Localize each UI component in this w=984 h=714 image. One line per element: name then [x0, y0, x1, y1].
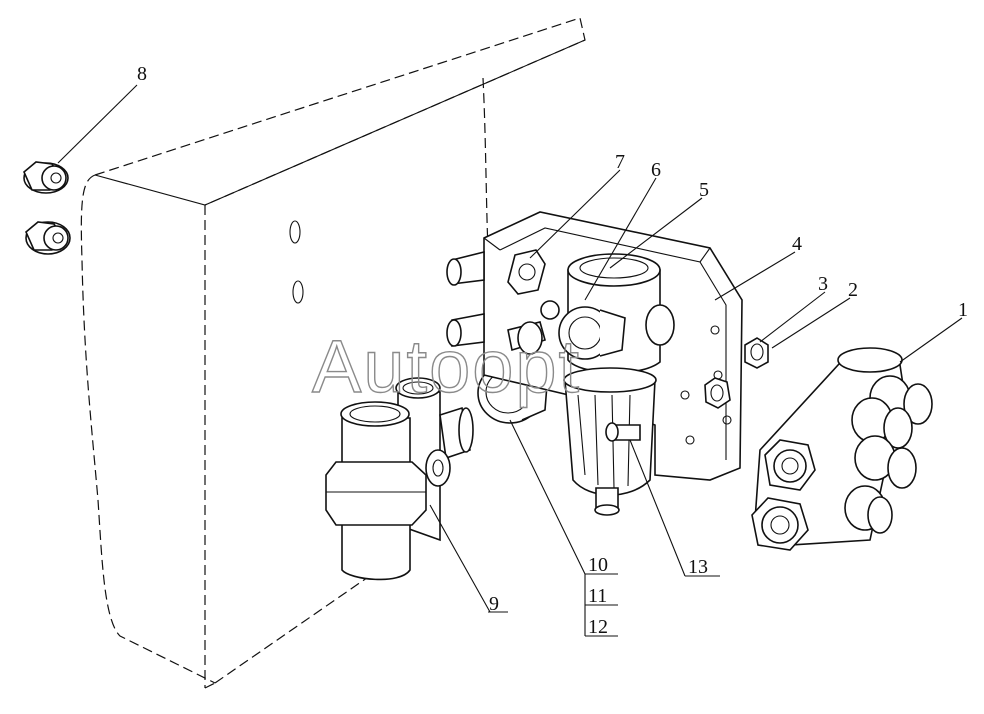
flange-nut-part-8: [23, 161, 71, 255]
callout-2: 2: [848, 279, 858, 301]
callout-9: 9: [489, 593, 499, 615]
tee-fitting-part-9: [325, 377, 474, 581]
manifold-block-part-1: [751, 347, 933, 551]
callout-10: 10: [588, 554, 608, 576]
callout-3: 3: [818, 273, 828, 295]
callout-labels: 1 2 3 4 5 6 7 8 9 10 11 12 13: [137, 63, 968, 638]
callout-12: 12: [588, 616, 608, 638]
fitting-part-6: [558, 304, 675, 360]
callout-11: 11: [588, 585, 607, 607]
callout-5: 5: [699, 179, 709, 201]
callout-6: 6: [651, 159, 661, 181]
callout-7: 7: [615, 151, 625, 173]
leader-lines: [57, 84, 963, 637]
callout-8: 8: [137, 63, 147, 85]
callout-13: 13: [688, 556, 708, 578]
nut-part-2-3: [704, 337, 769, 409]
callout-1: 1: [958, 299, 968, 321]
watermark-text: Autoopt: [312, 325, 581, 408]
callout-4: 4: [792, 233, 802, 255]
bolt-part-7: [507, 249, 560, 355]
